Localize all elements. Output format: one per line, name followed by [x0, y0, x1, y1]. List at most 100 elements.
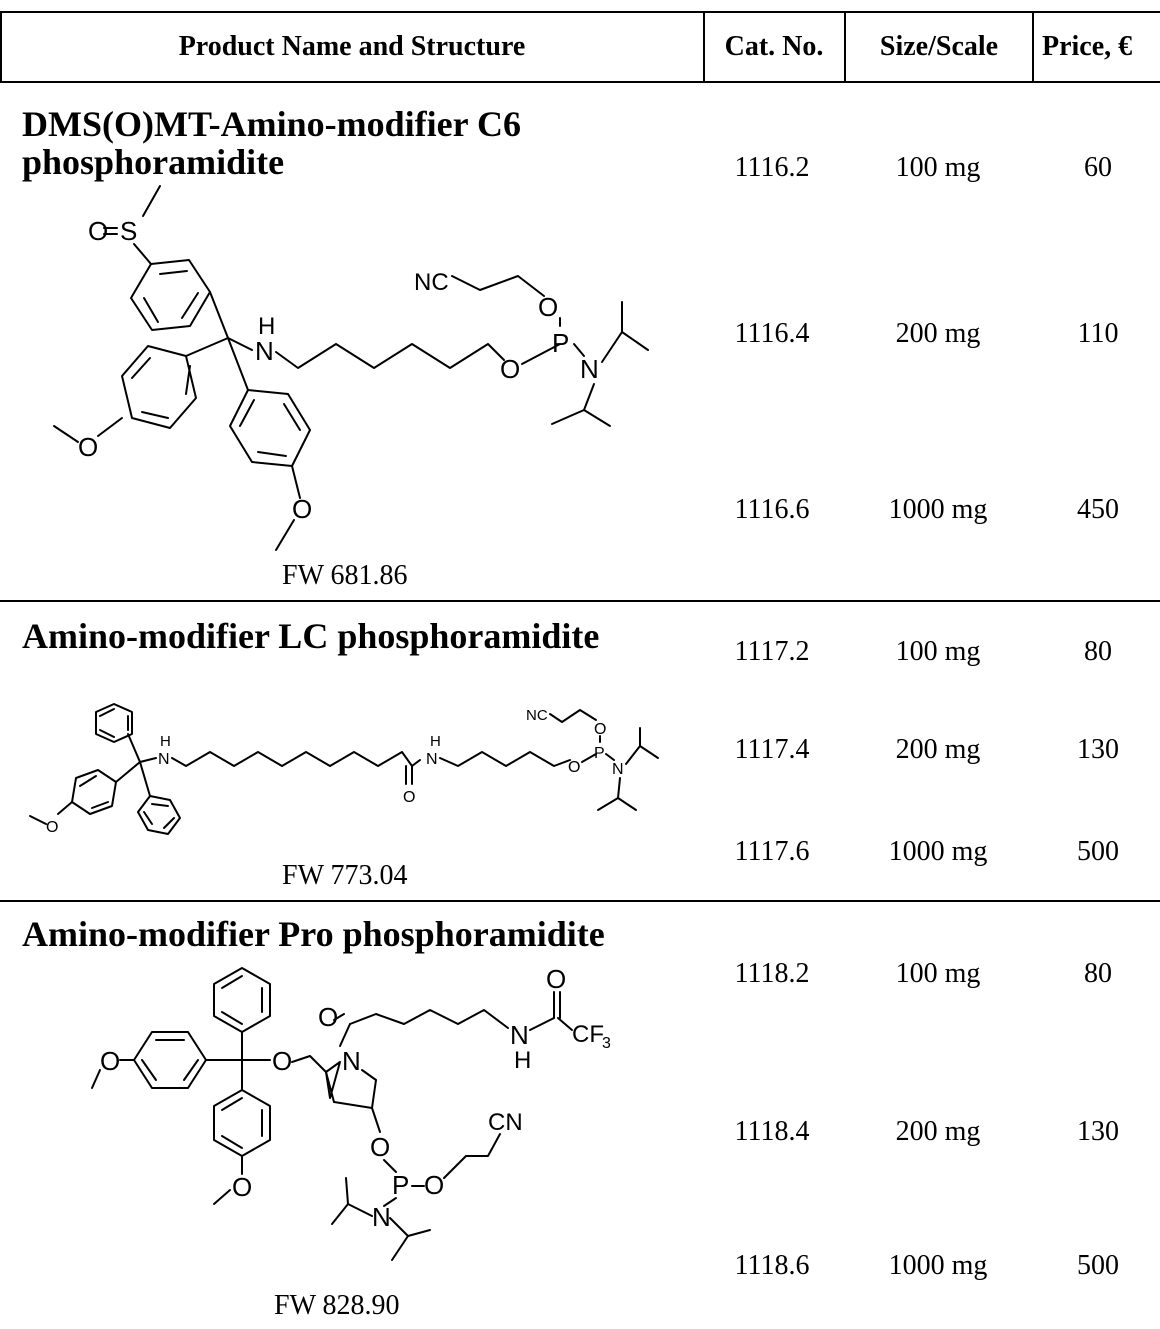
bond: [181, 292, 199, 319]
bond: [581, 753, 597, 763]
bond: [391, 1235, 409, 1261]
price: 80: [1084, 958, 1112, 989]
hexyl-chain: [275, 343, 505, 369]
atom-label: O: [232, 1172, 252, 1202]
atom-label: NC: [526, 707, 548, 724]
hexyl-chain: [439, 751, 571, 767]
atom-label: O: [424, 1170, 444, 1200]
product-name: phosphoramidite: [22, 142, 285, 182]
cyanoethyl-chain: [443, 1133, 501, 1179]
bond: [573, 343, 585, 357]
bond: [383, 1159, 397, 1173]
phenyl-ring: [95, 703, 133, 743]
bond: [131, 357, 151, 379]
atom-label: N: [342, 1046, 361, 1076]
bond: [361, 1069, 377, 1081]
wedge-bond: [333, 1101, 373, 1109]
phenyl-ring: [137, 795, 181, 835]
bond: [333, 1013, 345, 1021]
product-name: Amino-modifier Pro phosphoramidite: [22, 914, 605, 954]
header-size: Size/Scale: [879, 31, 999, 62]
header-price: Price, €: [1042, 31, 1133, 62]
cat-no: 1116.4: [734, 318, 810, 349]
cat-no: 1118.2: [734, 958, 810, 989]
atom-label: N: [255, 336, 274, 366]
atom-label: O: [594, 721, 606, 738]
atom-label: NC: [414, 269, 449, 296]
size: 200 mg: [895, 734, 981, 765]
atom-label: N: [510, 1020, 529, 1050]
bond: [163, 817, 175, 829]
atom-label: O: [370, 1132, 390, 1162]
atom-label: O: [292, 494, 312, 524]
size: 100 mg: [895, 958, 981, 989]
cat-no: 1117.4: [734, 734, 810, 765]
undecanoyl-chain: [171, 751, 421, 767]
bond: [127, 733, 141, 763]
bond: [371, 1107, 381, 1133]
bond: [291, 1055, 327, 1073]
atom-label: O: [46, 819, 58, 836]
bond: [99, 729, 115, 738]
bond: [141, 1059, 157, 1081]
bond: [53, 425, 79, 443]
bond: [142, 185, 161, 217]
structure-dmsomt-amino-c6: O S O O H N O P O: [53, 185, 649, 551]
bond: [133, 243, 152, 265]
bond: [345, 1177, 349, 1205]
atom-label: CF: [572, 1021, 604, 1048]
atom-label: H: [160, 733, 171, 750]
bond: [115, 761, 141, 783]
atom-label: CN: [488, 1109, 523, 1136]
formula-weight: FW 773.04: [282, 860, 408, 891]
price: 130: [1077, 734, 1119, 765]
bond: [639, 745, 659, 759]
size: 200 mg: [895, 1116, 981, 1147]
isopropyl: [331, 1203, 373, 1225]
atom-label: O: [546, 964, 566, 994]
atom-label: O: [403, 789, 415, 806]
price: 110: [1077, 318, 1119, 349]
size: 200 mg: [895, 318, 981, 349]
bond: [139, 761, 151, 797]
bond: [275, 519, 295, 551]
header-divider: [703, 11, 705, 83]
formula-weight: FW 681.86: [282, 560, 408, 591]
bond: [221, 1011, 243, 1025]
header-product: Product Name and Structure: [178, 31, 526, 62]
atom-label: N: [612, 761, 624, 778]
atom-label: O: [538, 292, 558, 322]
atom-label: N: [580, 354, 599, 384]
bond: [371, 1079, 377, 1109]
cat-no: 1118.4: [734, 1116, 810, 1147]
bond: [143, 811, 153, 825]
atom-label: O: [88, 216, 108, 246]
bond: [143, 297, 159, 323]
atom-label: 3: [602, 1035, 611, 1052]
header-divider: [1032, 11, 1034, 83]
table-header: Product Name and Structure Cat. No. Size…: [0, 11, 1160, 83]
bond: [221, 1097, 243, 1111]
bond: [213, 1189, 231, 1205]
bond: [185, 337, 229, 357]
row-separator: [0, 600, 1160, 602]
phenyl-ring: [121, 345, 197, 429]
atom-label: P: [552, 328, 569, 358]
header-divider: [0, 11, 2, 83]
size: 1000 mg: [888, 494, 988, 525]
atom-label: O: [78, 432, 98, 462]
atom-label: N: [158, 751, 170, 768]
bond: [227, 337, 249, 391]
bond: [339, 1023, 351, 1047]
bond: [621, 331, 649, 351]
cyanoethyl-chain: [451, 275, 545, 297]
atom-label: N: [372, 1202, 391, 1232]
price: 80: [1084, 636, 1112, 667]
product-name: DMS(O)MT-Amino-modifier C6: [22, 104, 521, 144]
price: 450: [1077, 494, 1119, 525]
bond: [227, 337, 253, 351]
phenyl-ring: [130, 259, 211, 331]
bond: [151, 803, 169, 807]
size: 100 mg: [895, 636, 981, 667]
